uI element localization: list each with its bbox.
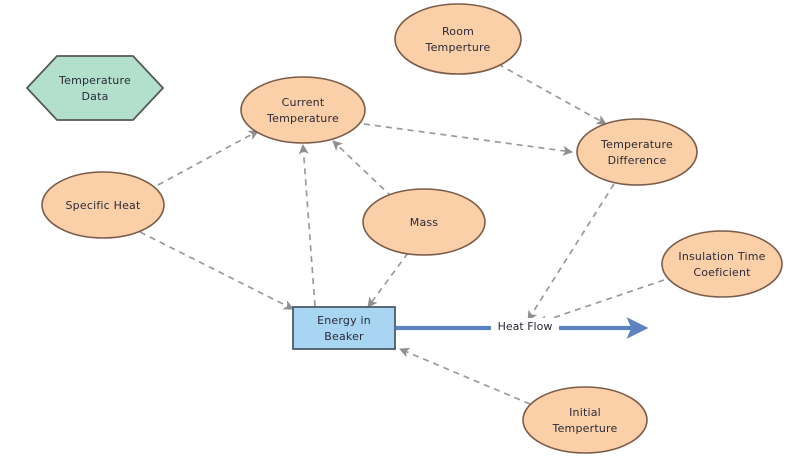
ellipse-shape [41, 171, 165, 239]
heat-flow-arrow[interactable]: Heat Flow [396, 317, 649, 339]
node-label-line2: Temperture [552, 422, 618, 435]
edge-specific-heat-to-energy-in-beaker [139, 231, 294, 310]
node-energy-in-beaker[interactable]: Energy in Beaker [292, 306, 396, 350]
rectangle-shape [292, 306, 396, 350]
ellipse-shape [522, 386, 648, 454]
node-label-line1: Specific Heat [65, 199, 140, 212]
node-specific-heat[interactable]: Specific Heat [41, 171, 165, 239]
node-current-temperature[interactable]: Current Temperature [240, 76, 366, 144]
node-label-line1: Room [442, 25, 474, 38]
node-label-line1: Temperature [600, 138, 673, 151]
node-label-line1: Current [282, 96, 325, 109]
edge-current-temperature-to-temperature-difference [363, 123, 574, 156]
edge-mass-to-current-temperature [332, 140, 393, 198]
edge-temperature-difference-to-heat-flow [527, 183, 615, 321]
node-label-line2: Temperature [266, 112, 339, 125]
ellipse-shape [240, 76, 366, 144]
edge-initial-temperature-to-energy-in-beaker [399, 347, 531, 405]
node-label-line2: Temperture [425, 41, 491, 54]
edge-layer [139, 63, 665, 405]
ellipse-shape [362, 188, 486, 256]
ellipse-shape [661, 230, 783, 298]
node-insulation-time-coefficient[interactable]: Insulation Time Coeficient [661, 230, 783, 298]
edge-energy-in-beaker-to-current-temperature [298, 143, 316, 307]
node-temperature-data[interactable]: Temperature Data [25, 55, 165, 121]
ellipse-shape [576, 118, 698, 186]
edge-specific-heat-to-current-temperature [157, 130, 259, 186]
node-label-line2: Coeficient [693, 266, 751, 279]
node-label-line1: Energy in [317, 314, 371, 327]
node-label-line2: Difference [608, 154, 667, 167]
node-label-line2: Beaker [324, 330, 364, 343]
node-mass[interactable]: Mass [362, 188, 486, 256]
hexagon-shape [25, 55, 165, 121]
edge-room-temperature-to-temperature-difference [497, 63, 607, 125]
node-initial-temperature[interactable]: Initial Temperture [522, 386, 648, 454]
node-label-line2: Data [81, 90, 108, 103]
node-label-line1: Insulation Time [678, 250, 765, 263]
node-label-line1: Initial [569, 406, 601, 419]
node-room-temperature[interactable]: Room Temperture [394, 3, 522, 75]
node-label-line1: Mass [410, 216, 439, 229]
heat-flow-label: Heat Flow [498, 320, 553, 333]
node-label-line1: Temperature [58, 74, 131, 87]
edge-insulation-time-coefficient-to-heat-flow [537, 279, 665, 325]
edge-mass-to-energy-in-beaker [367, 252, 409, 308]
heat-flow-label-bg [491, 318, 559, 334]
node-temperature-difference[interactable]: Temperature Difference [576, 118, 698, 186]
ellipse-shape [394, 3, 522, 75]
